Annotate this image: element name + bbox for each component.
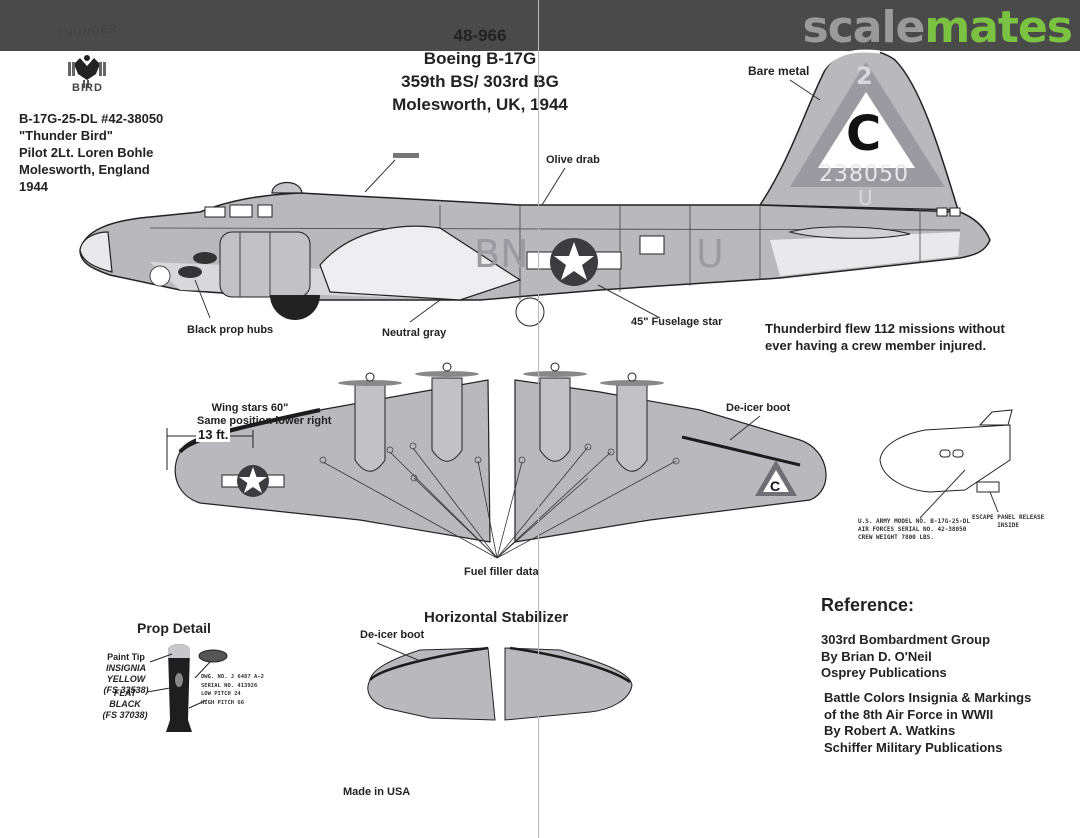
scalemates-logo[interactable]: scalemates: [803, 2, 1073, 53]
blade-color-2: BLACK: [109, 699, 141, 709]
aircraft-type: Boeing B-17G: [423, 49, 537, 68]
info-line: B-17G-25-DL #42-38050: [19, 111, 164, 126]
stabilizer-left: [367, 647, 496, 721]
wing-marking-letter: C: [770, 478, 781, 494]
scalemates-header-bar: [0, 0, 1080, 51]
stabilizer-right: [504, 647, 633, 721]
fuselage-code-left: BN: [474, 232, 529, 276]
label-wing-stars-position: Same position lower right: [197, 415, 332, 427]
reference-line: Schiffer Military Publications: [824, 739, 1003, 755]
label-olive-drab: Olive drab: [546, 154, 600, 166]
label-wing-stars: Wing stars 60": [210, 402, 290, 414]
reference-line: By Robert A. Watkins: [824, 723, 956, 738]
tail-squadron-letter: U: [858, 186, 873, 210]
note-line: ever having a crew member injured.: [765, 338, 987, 353]
tail-group-number: 2: [856, 62, 873, 90]
thunderbird-emblem-icon: [68, 55, 106, 88]
reference-line: By Brian D. O'Neil: [821, 648, 932, 664]
reference-line: Osprey Publications: [821, 665, 947, 680]
tail-group-letter: C: [846, 106, 882, 162]
stencil-line: U.S. ARMY MODEL NO. B-17G-25-DL: [858, 518, 970, 525]
reference-line: of the 8th Air Force in WWII: [824, 706, 994, 722]
info-line: 1944: [19, 179, 48, 194]
reference-line: 303rd Bombardment Group: [821, 632, 991, 647]
blade-fs: (FS 37038): [102, 710, 148, 720]
prop-blade-callout: FLAT BLACK (FS 37038): [100, 688, 150, 721]
note-line: Thunderbird flew 112 missions without: [765, 321, 1005, 336]
label-de-icer-boot-wing: De-icer boot: [726, 402, 791, 414]
reference-heading: Reference:: [821, 595, 915, 615]
fuselage-star-insignia: [550, 238, 598, 286]
nose-art-insignia: [149, 265, 171, 287]
stencil-line: CREW WEIGHT 7800 LBS.: [858, 534, 934, 541]
dimension-13ft: 13 ft.: [196, 427, 231, 442]
nose-stencil-block: U.S. ARMY MODEL NO. B-17G-25-DL AIR FORC…: [858, 518, 970, 542]
brand-text-scale: scale: [802, 2, 926, 53]
info-line: "Thunder Bird": [19, 128, 113, 143]
sheet-fold-line: [538, 0, 539, 838]
reference-book-1: 303rd Bombardment Group By Brian D. O'Ne…: [821, 632, 990, 682]
prop-data-line: DWG. NO. J 6487 A-2: [201, 674, 264, 680]
label-de-icer-boot-stabilizer: De-icer boot: [360, 629, 425, 641]
reference-line: Battle Colors Insignia & Markings: [824, 690, 1032, 705]
tip-label: Paint Tip: [107, 652, 145, 662]
wing-star-insignia: [237, 465, 269, 497]
prop-data-plate: DWG. NO. J 6487 A-2 SERIAL NO. 413926 LO…: [201, 673, 264, 707]
escape-label: ESCAPE PANEL RELEASE: [972, 514, 1045, 521]
unit-name: 359th BS/ 303rd BG: [401, 72, 559, 91]
nose-detail-drawing: [879, 424, 1011, 493]
stencil-line: AIR FORCES SERIAL NO. 42-38050: [858, 526, 967, 533]
wing-stars-line: Wing stars 60": [211, 402, 289, 414]
brand-text-mates: mates: [924, 2, 1073, 53]
fuselage-code-right: U: [696, 232, 724, 276]
logo-bottom-text: BIRD: [72, 82, 103, 94]
prop-blade: [166, 644, 192, 732]
prop-hub: [178, 266, 202, 278]
fuselage: [79, 192, 991, 301]
escape-panel-stencil: ESCAPE PANEL RELEASE INSIDE: [972, 514, 1044, 530]
sheet-number: 48-966: [453, 26, 507, 45]
prop-detail-heading: Prop Detail: [137, 620, 211, 636]
made-in-usa: Made in USA: [343, 786, 411, 798]
aircraft-info-block: B-17G-25-DL #42-38050 "Thunder Bird" Pil…: [19, 110, 163, 195]
sheet-title-block: 48-966 Boeing B-17G 359th BS/ 303rd BG M…: [360, 24, 600, 116]
label-bare-metal: Bare metal: [748, 64, 810, 78]
stabilizer-heading: Horizontal Stabilizer: [424, 609, 569, 626]
blade-color-1: FLAT: [113, 688, 137, 698]
tip-fs: (FS 33538): [103, 685, 149, 695]
thunderbird-logo: THUNDER BIRD: [52, 22, 122, 97]
prop-data-line: LOW PITCH 24: [201, 691, 241, 697]
label-fuselage-star: 45" Fuselage star: [631, 316, 723, 328]
tail-serial: 238050: [819, 162, 909, 187]
prop-data-line: HIGH PITCH 66: [201, 699, 245, 706]
reference-book-2: Battle Colors Insignia & Markings of the…: [824, 690, 1031, 756]
label-neutral-gray: Neutral gray: [382, 327, 447, 339]
tip-color: INSIGNIA YELLOW: [105, 663, 146, 684]
location-year: Molesworth, UK, 1944: [392, 95, 568, 114]
prop-hub: [193, 252, 217, 264]
label-black-prop-hubs: Black prop hubs: [187, 324, 274, 336]
label-fuel-filler-data: Fuel filler data: [464, 566, 539, 578]
prop-tip-callout: Paint Tip INSIGNIA YELLOW (FS 33538): [88, 652, 164, 696]
info-line: Molesworth, England: [19, 162, 150, 177]
escape-sub: INSIDE: [997, 522, 1019, 529]
info-line: Pilot 2Lt. Loren Bohle: [19, 145, 154, 160]
mission-note: Thunderbird flew 112 missions without ev…: [765, 320, 1005, 354]
prop-data-line: SERIAL NO. 413926: [201, 682, 258, 689]
